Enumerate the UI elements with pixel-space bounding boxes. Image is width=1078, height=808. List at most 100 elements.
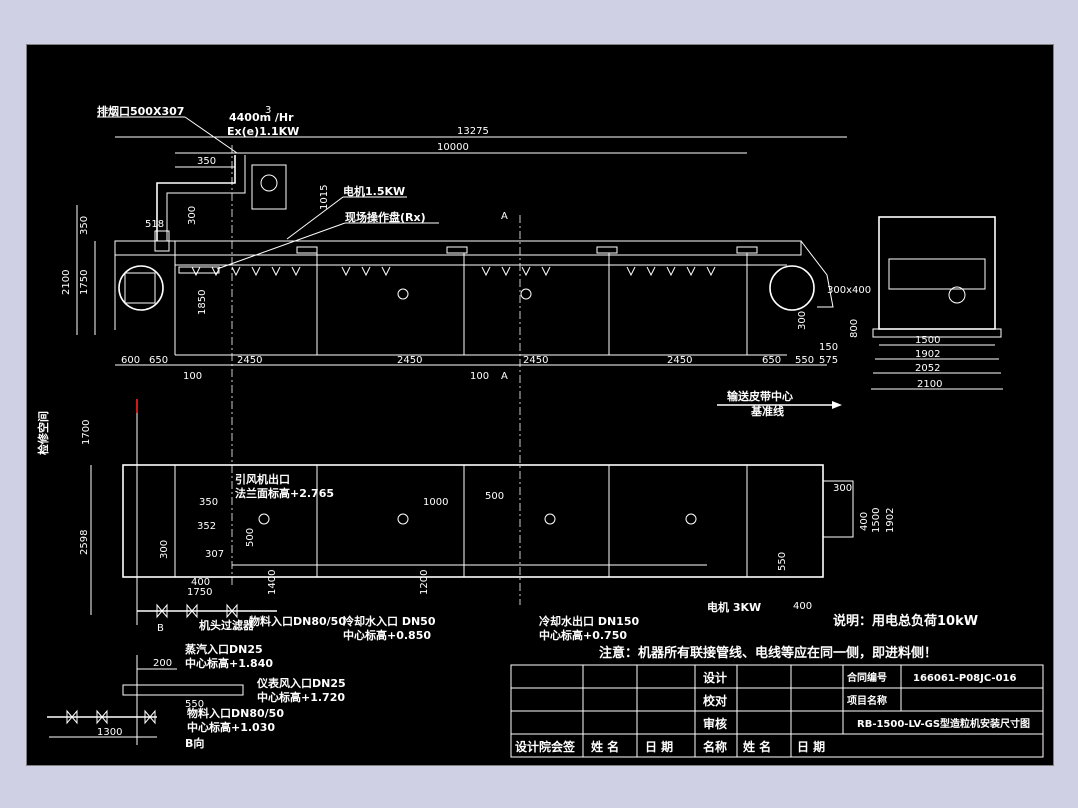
- dim-300a: 300: [187, 206, 198, 225]
- dim-300x400: 300x400: [827, 285, 871, 296]
- dim-100b: 100: [470, 371, 489, 382]
- flow-superscript: 3: [265, 105, 271, 116]
- dim-400a: 400: [191, 577, 210, 588]
- title-block: 设计 校对 审核 合同编号 166061-P08JC-016 项目名称 RB-1…: [510, 664, 1044, 758]
- motor2-label: 电机 3KW: [707, 600, 761, 614]
- dim-2100: 2100: [61, 270, 72, 295]
- vent: [446, 246, 468, 254]
- dim-300c: 300: [159, 540, 170, 559]
- feed-in2-label: 物料入口DN80/50: [187, 706, 284, 720]
- install-note: 注意：机器所有联接管线、电线等应在同一侧，即进料侧！: [599, 645, 937, 661]
- dim-550c: 550: [185, 699, 204, 710]
- dim-2450c: 2450: [523, 355, 548, 366]
- tail-chute: [800, 240, 834, 308]
- vent: [736, 246, 758, 254]
- exhaust-duct-inner: [166, 155, 246, 241]
- dim-2450b: 2450: [397, 355, 422, 366]
- dim-400c: 400: [793, 601, 812, 612]
- cool-in-elev: 中心标高+0.850: [343, 628, 431, 642]
- inst-air-elev: 中心标高+1.720: [257, 690, 345, 704]
- dim-600: 600: [121, 355, 140, 366]
- cool-in-label: 冷却水入口 DN50: [343, 614, 436, 628]
- valve: [685, 513, 697, 525]
- fan-power-label: Ex(e)1.1KW: [227, 125, 299, 138]
- spray-nozzles: [191, 266, 716, 277]
- feed-in1-label: 物料入口DN80/50: [249, 614, 346, 628]
- plan-box: [822, 480, 854, 538]
- date2: 日 期: [797, 739, 825, 754]
- dim-100a: 100: [183, 371, 202, 382]
- pipe-detail: 蒸汽入口DN25 中心标高+1.840 200 仪表风入口DN25 中心标高+1…: [47, 642, 346, 750]
- dim-1850: 1850: [197, 290, 208, 315]
- contract-label: 合同编号: [846, 671, 887, 684]
- dim-800: 800: [849, 319, 860, 338]
- motor-label: 电机1.5KW: [343, 184, 405, 198]
- conveyor-center-label: 输送皮带中心: [727, 389, 793, 403]
- dim-1400: 1400: [267, 570, 278, 595]
- name2: 姓 名: [743, 739, 771, 754]
- pipe-valves: [156, 603, 238, 619]
- dim-1500b: 1500: [871, 508, 882, 533]
- drawing-name: RB-1500-LV-GS型造粒机安装尺寸图: [857, 717, 1030, 730]
- side-conveyor: [888, 258, 986, 290]
- inspection-port: [520, 288, 532, 300]
- dim-575: 575: [819, 355, 838, 366]
- section-a-bottom: A: [501, 371, 508, 382]
- air-pipe: [122, 684, 244, 696]
- dim-550b: 550: [777, 552, 788, 571]
- leader-line: [216, 222, 346, 270]
- plan-outline: [122, 464, 824, 578]
- dim-350v: 350: [79, 216, 90, 235]
- fan-outlet-label: 引风机出口: [235, 472, 290, 486]
- valve: [397, 513, 409, 525]
- flow-text: 4400m /Hr: [229, 111, 294, 124]
- date1: 日 期: [645, 739, 673, 754]
- fan-motor: [260, 174, 278, 192]
- review-label: 审核: [703, 716, 727, 731]
- drum-housing: [124, 272, 156, 304]
- head-drum: [118, 265, 164, 311]
- institute-sign: 设计院会签: [515, 739, 576, 754]
- dim-1902a: 1902: [915, 349, 940, 360]
- dim-1700: 1700: [81, 420, 92, 445]
- flange-elev-label: 法兰面标高+2.765: [235, 486, 334, 500]
- dim-300d: 300: [833, 483, 852, 494]
- dim-2450a: 2450: [237, 355, 262, 366]
- dim-2450d: 2450: [667, 355, 692, 366]
- side-housing: [878, 216, 996, 330]
- motor-box: [154, 230, 170, 252]
- section-a-top: A: [501, 211, 508, 222]
- name1: 姓 名: [591, 739, 619, 754]
- arrow-head: [832, 401, 842, 409]
- proofread-label: 校对: [703, 693, 727, 708]
- leader-line: [286, 196, 344, 240]
- dim-1750b: 1750: [187, 587, 212, 598]
- cool-out-label: 冷却水出口 DN150: [539, 614, 639, 628]
- dim-650b: 650: [762, 355, 781, 366]
- dim-500b: 500: [485, 491, 504, 502]
- contract-no: 166061-P08JC-016: [913, 673, 1016, 684]
- valve: [544, 513, 556, 525]
- dim-1300: 1300: [97, 727, 122, 738]
- item-name: 名称: [703, 739, 727, 754]
- drawing-sheet: 13275 10000 350 518 1015 300 350 2100 17…: [26, 44, 1054, 766]
- dim-1750: 1750: [79, 270, 90, 295]
- exhaust-label: 排烟口500X307: [97, 104, 184, 118]
- dim-350: 350: [197, 156, 216, 167]
- dim-650a: 650: [149, 355, 168, 366]
- control-panel: [178, 266, 220, 274]
- power-note: 说明：用电总负荷10kW: [833, 613, 978, 629]
- exhaust-duct: [156, 155, 236, 241]
- dim-500a: 500: [245, 528, 256, 547]
- feed-in2-elev: 中心标高+1.030: [187, 720, 275, 734]
- valve: [258, 513, 270, 525]
- inspection-port: [397, 288, 409, 300]
- tail-drum: [769, 265, 815, 311]
- dim-307: 307: [205, 549, 224, 560]
- inspection-label: 检修空间: [36, 411, 50, 455]
- dim-1500a: 1500: [915, 335, 940, 346]
- dim-2598: 2598: [79, 530, 90, 555]
- vent: [596, 246, 618, 254]
- b-marker: B: [157, 623, 164, 634]
- vent: [296, 246, 318, 254]
